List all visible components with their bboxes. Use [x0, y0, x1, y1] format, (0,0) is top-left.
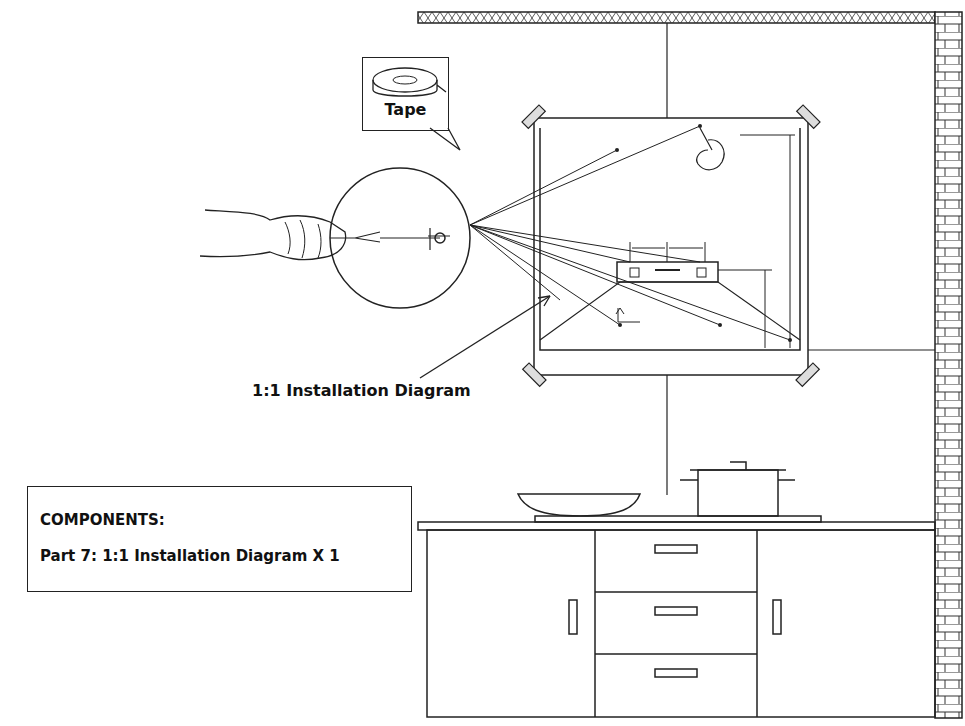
tape-callout: Tape — [362, 57, 449, 131]
node-text: Part 7: 1:1 Installation Diagram X 1 — [40, 529, 399, 565]
components-box: COMPONENTS:Part 7: 1:1 Installation Diag… — [27, 486, 412, 592]
node-heading: COMPONENTS: — [40, 487, 399, 529]
part-label: 1:1 Installation Diagram — [250, 381, 473, 400]
node-heading: Tape — [375, 58, 436, 119]
